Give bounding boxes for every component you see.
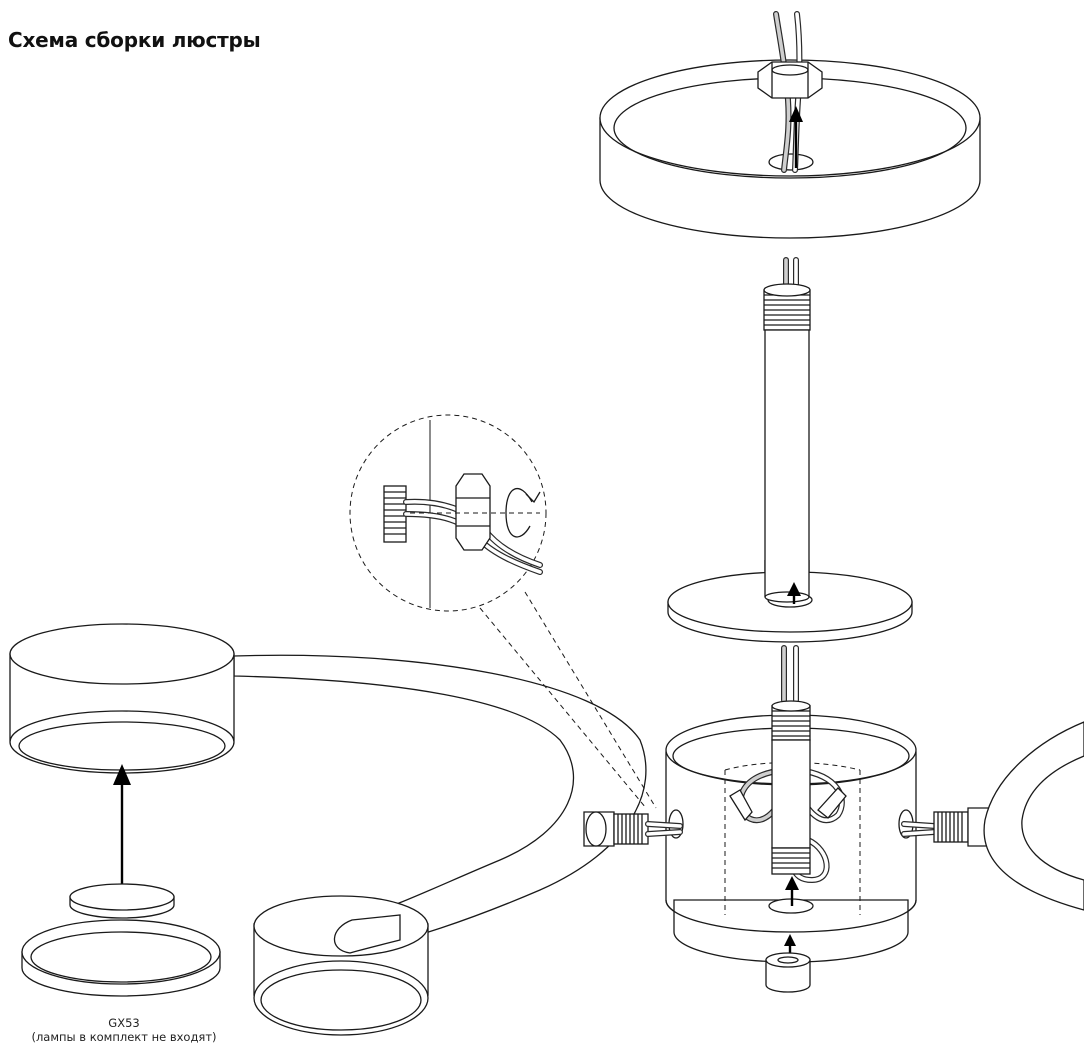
canopy-nut xyxy=(757,61,823,99)
central-tube xyxy=(771,700,811,875)
assembly-arrow-icon xyxy=(787,582,801,604)
decorative-disc xyxy=(667,560,913,643)
assembly-arrow-icon xyxy=(785,876,799,906)
gx53-lamp xyxy=(21,883,221,997)
page-title: Схема сборки люстры xyxy=(8,28,261,52)
bottom-nut xyxy=(765,934,811,993)
lamp-model-label: GX53 xyxy=(108,1016,140,1030)
lamp-holder-left xyxy=(9,623,235,774)
right-arm xyxy=(983,721,1084,911)
upper-rod xyxy=(763,283,811,581)
detail-callout xyxy=(349,414,657,809)
lamp-holder-lower xyxy=(253,895,429,1036)
lamp-caption: GX53 (лампы в комплект не входят) xyxy=(2,1016,246,1044)
side-connector-left xyxy=(583,811,683,847)
lamp-note-label: (лампы в комплект не входят) xyxy=(31,1030,217,1044)
rotation-arrow-icon xyxy=(505,487,541,538)
assembly-arrow-icon xyxy=(789,106,803,168)
